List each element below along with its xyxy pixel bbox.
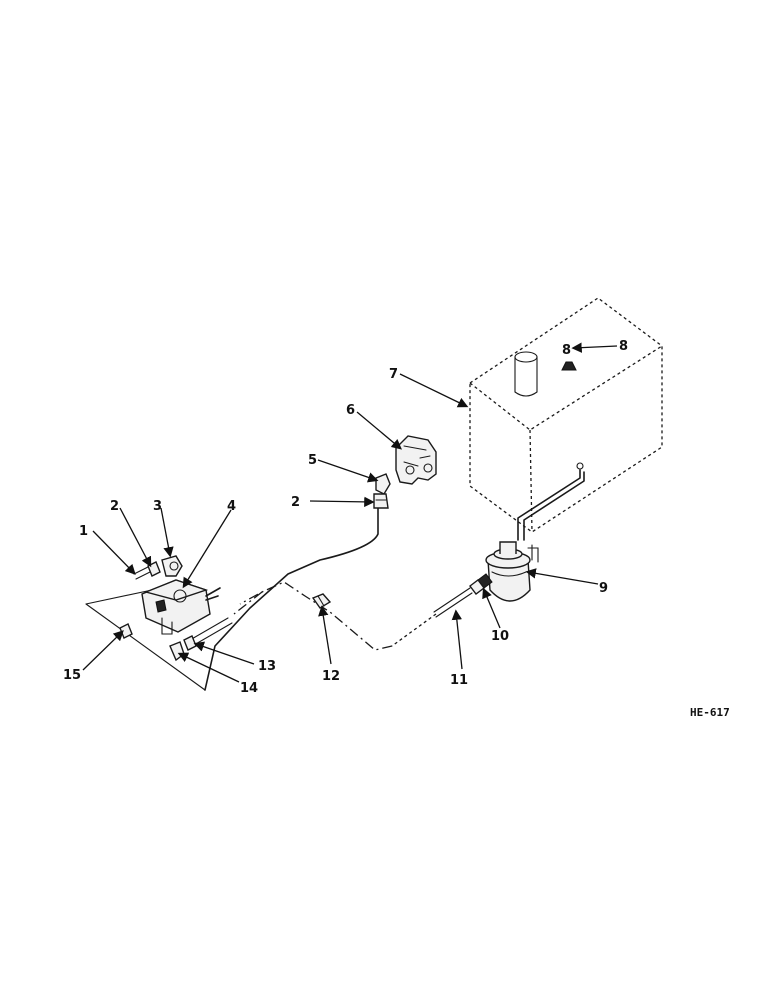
- fuel-line-11: [391, 587, 473, 647]
- fuel-line-main: [204, 505, 379, 691]
- callout-8: 8: [619, 339, 628, 354]
- callout-3: 3: [153, 499, 162, 514]
- callout-1: 1: [79, 524, 88, 539]
- callout-leaders: [82, 342, 618, 683]
- fuel-tank: [469, 297, 663, 541]
- callout-14: 14: [240, 681, 258, 696]
- elbow-5: [375, 473, 391, 495]
- callout-4: 4: [227, 499, 236, 514]
- callout-5: 5: [308, 453, 317, 468]
- sediment-bowl: [477, 541, 539, 602]
- callout-13: 13: [258, 659, 276, 674]
- bracket-6: [395, 435, 437, 485]
- callout-11: 11: [450, 673, 468, 688]
- callout-2-lower: 2: [110, 499, 119, 514]
- callout-2-upper: 2: [291, 495, 300, 510]
- connector-2-upper: [373, 493, 389, 509]
- callout-6: 6: [346, 403, 355, 418]
- callout-15: 15: [63, 668, 81, 683]
- callout-12: 12: [322, 669, 340, 684]
- callout-labels: 1 2 3 4 5 6 7 8 8 9 10 11 12 13 14 15 2: [63, 339, 628, 696]
- elbow-14: [169, 641, 185, 662]
- elbow-3: [161, 555, 183, 577]
- fuel-line-dashed: [239, 581, 393, 651]
- drawing-code: HE-617: [690, 706, 730, 719]
- fitting-1: [133, 565, 153, 580]
- nut-12: [311, 593, 332, 609]
- callout-8-small: 8: [562, 343, 571, 358]
- callout-10: 10: [491, 629, 509, 644]
- fuel-pump: [141, 579, 221, 635]
- callout-9: 9: [599, 581, 608, 596]
- callout-7: 7: [389, 367, 398, 382]
